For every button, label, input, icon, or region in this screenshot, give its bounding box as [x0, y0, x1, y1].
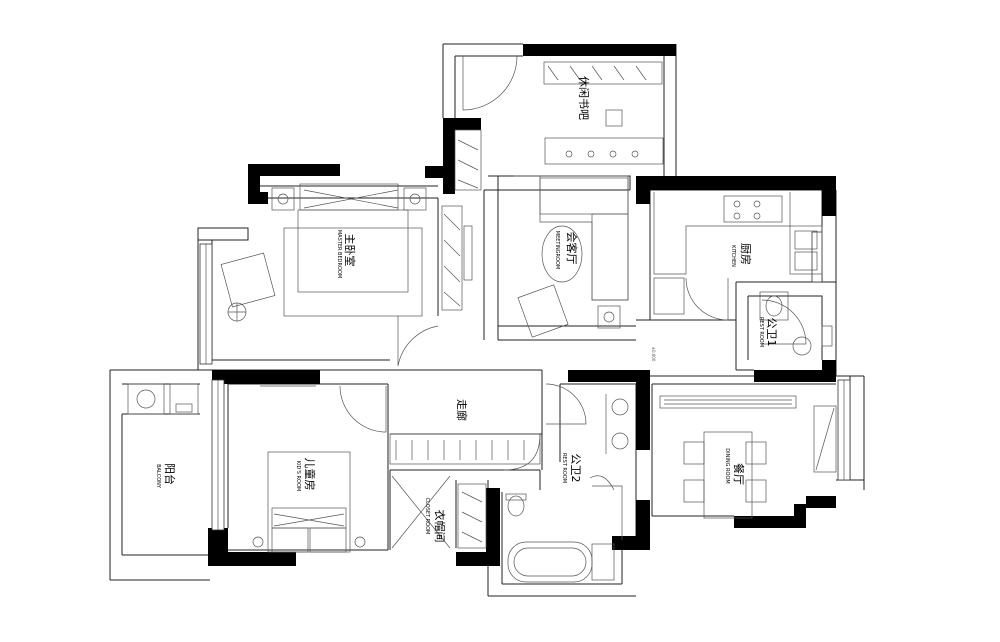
kitchen-furniture	[653, 192, 823, 315]
room-label-dining-cn: 餐厅	[732, 463, 746, 485]
kids-room-furniture	[252, 385, 366, 553]
level-mark: ±0.000	[651, 347, 656, 362]
room-label-meeting-room-en: MEETINGROOM	[554, 231, 560, 269]
room-label-meeting-room-cn: 会客厅	[565, 232, 579, 265]
solid-walls	[208, 44, 836, 566]
room-label-closet-room-cn: 衣帽间	[433, 510, 447, 543]
room-label-master-bedroom-cn: 主卧室	[343, 234, 357, 267]
master-bedroom-furniture	[220, 183, 427, 322]
meeting-room-furniture	[514, 175, 629, 338]
restroom1-fixtures	[759, 291, 833, 356]
room-label-dining-en: DINING ROOM	[724, 448, 730, 483]
balcony-fixtures	[127, 383, 199, 415]
room-label-leisure-study: 休闲书吧	[577, 76, 591, 120]
doors	[339, 55, 807, 491]
room-label-restroom1-cn: 公卫1	[765, 318, 778, 347]
room-label-kitchen-en: KITCHEN	[730, 245, 736, 267]
room-label-restroom2-cn: 公卫2	[569, 454, 582, 483]
dining-furniture	[659, 395, 837, 519]
corridor-storage	[389, 433, 541, 549]
room-label-restroom1-en: REST ROOM	[758, 317, 764, 347]
room-label-closet-room-en: CLOSET ROOM	[424, 498, 430, 535]
room-label-corridor: 走廊	[455, 399, 469, 421]
room-label-kids-room-en: KID'S ROOM	[295, 461, 301, 491]
room-label-balcony-cn: 阳台	[163, 463, 177, 485]
room-label-kids-room-cn: 儿童房	[303, 458, 317, 491]
room-label-kitchen-cn: 厨房	[739, 243, 752, 265]
restroom2-fixtures	[505, 394, 629, 583]
study-furniture	[441, 61, 664, 311]
room-labels: 休闲书吧 会客厅 MEETINGROOM 主卧室 MASTER BEDROOM …	[155, 76, 778, 543]
room-label-balcony-en: BALCONY	[155, 464, 161, 489]
windows	[199, 231, 851, 531]
room-label-master-bedroom-en: MASTER BEDROOM	[336, 230, 342, 278]
room-label-restroom2-en: REST ROOM	[561, 453, 567, 483]
